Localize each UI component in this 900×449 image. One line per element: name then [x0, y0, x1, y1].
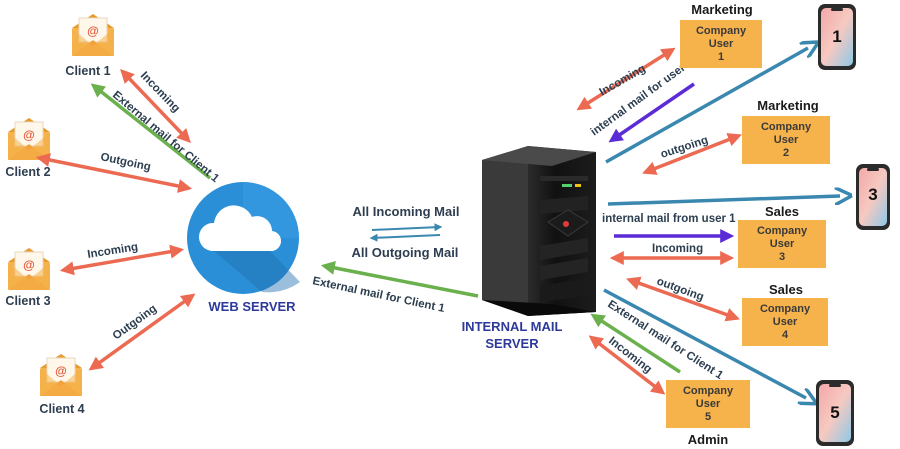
phone-5: 5	[816, 380, 854, 446]
envelope-icon: @	[72, 14, 114, 56]
company-user-5: Company User 5 Admin	[666, 380, 750, 447]
smartphone-icon	[818, 4, 856, 70]
user1-incoming-arrow	[576, 47, 676, 111]
phone3-sync-arrow	[607, 196, 840, 206]
phone-number: 1	[832, 27, 841, 46]
svg-text:@: @	[55, 364, 67, 378]
dept-label: Admin	[688, 432, 729, 447]
svg-text:@: @	[23, 128, 35, 142]
link-label: Incoming	[652, 243, 703, 255]
user-box-line1: Company	[760, 303, 811, 315]
company-user-4: Sales Company User 4	[742, 282, 828, 346]
client-label: Client 1	[65, 64, 110, 78]
user-box-line1: Company	[757, 225, 808, 237]
user-box-line1: Company	[761, 121, 812, 133]
client-4: @ Client 4	[39, 354, 85, 416]
dept-label: Sales	[769, 282, 803, 297]
user-box-num: 1	[718, 51, 724, 63]
client3-incoming-arrow	[59, 244, 185, 276]
user-box-num: 4	[782, 329, 789, 341]
all-incoming-label: All Incoming Mail	[353, 204, 460, 219]
client-label: Client 2	[5, 165, 50, 179]
smartphone-icon	[856, 164, 890, 230]
company-user-2: Marketing Company User 2	[742, 98, 830, 164]
phone5-sync-arrow	[603, 288, 806, 398]
user-box-num: 3	[779, 251, 785, 263]
company-user-1: Marketing Company User 1	[680, 2, 762, 68]
mail-server-label-line1: INTERNAL MAIL	[462, 319, 563, 334]
all-incoming-arrow	[371, 223, 443, 232]
user-box	[680, 20, 762, 68]
user1-internal-arrow	[608, 82, 695, 143]
client1-incoming-arrow	[120, 68, 191, 144]
mail-server-label-line2: SERVER	[485, 336, 539, 351]
client-label: Client 4	[39, 402, 84, 416]
client-label: Client 3	[5, 294, 50, 308]
link-label: External mail for Client 1	[311, 275, 446, 315]
envelope-icon: @	[8, 118, 50, 160]
all-outgoing-arrow	[369, 233, 441, 242]
envelope-icon: @	[8, 248, 50, 290]
user-box-num: 5	[705, 411, 711, 423]
link-label: External mail for Client 1	[605, 298, 725, 382]
server-tower-icon	[482, 146, 596, 316]
user2-outgoing-arrow	[642, 133, 742, 175]
user-box	[742, 298, 828, 346]
company-user-3: Sales Company User 3	[738, 204, 826, 268]
user-box-line2: User	[773, 316, 798, 328]
mail-server: INTERNAL MAIL SERVER	[462, 146, 596, 351]
user-box	[738, 220, 826, 268]
svg-text:@: @	[23, 258, 35, 272]
phone-1: 1	[818, 4, 856, 70]
user-box-line2: User	[696, 398, 721, 410]
all-outgoing-label: All Outgoing Mail	[352, 245, 459, 260]
phone-number: 3	[868, 185, 877, 204]
cloud-icon	[187, 182, 300, 294]
user-box-line2: User	[770, 238, 795, 250]
user4-outgoing-arrow	[626, 276, 740, 322]
client-3: @ Client 3	[5, 248, 51, 308]
client-1: @ Client 1	[65, 14, 114, 78]
dept-label: Marketing	[757, 98, 818, 113]
user-box-line1: Company	[696, 25, 747, 37]
link-label: internal mail from user 1	[602, 213, 736, 225]
external-client1-arrow	[320, 261, 479, 298]
phone1-sync-arrow	[605, 48, 808, 164]
user-box	[742, 116, 830, 164]
user-box	[666, 380, 750, 428]
web-server-label: WEB SERVER	[208, 299, 296, 314]
svg-text:@: @	[87, 24, 99, 38]
phone-3: 3	[856, 164, 890, 230]
user-box-line2: User	[774, 134, 799, 146]
user-box-line2: User	[709, 38, 734, 50]
user-box-num: 2	[783, 147, 789, 159]
user5-incoming-arrow	[588, 335, 666, 395]
web-server: WEB SERVER	[187, 182, 300, 314]
user-box-line1: Company	[683, 385, 734, 397]
dept-label: Marketing	[691, 2, 752, 17]
envelope-icon: @	[40, 354, 82, 396]
client2-outgoing-arrow	[35, 153, 193, 193]
dept-label: Sales	[765, 204, 799, 219]
smartphone-icon	[816, 380, 854, 446]
client4-outgoing-arrow	[88, 293, 196, 371]
phone-number: 5	[830, 403, 839, 422]
client-2: @ Client 2	[5, 118, 51, 179]
